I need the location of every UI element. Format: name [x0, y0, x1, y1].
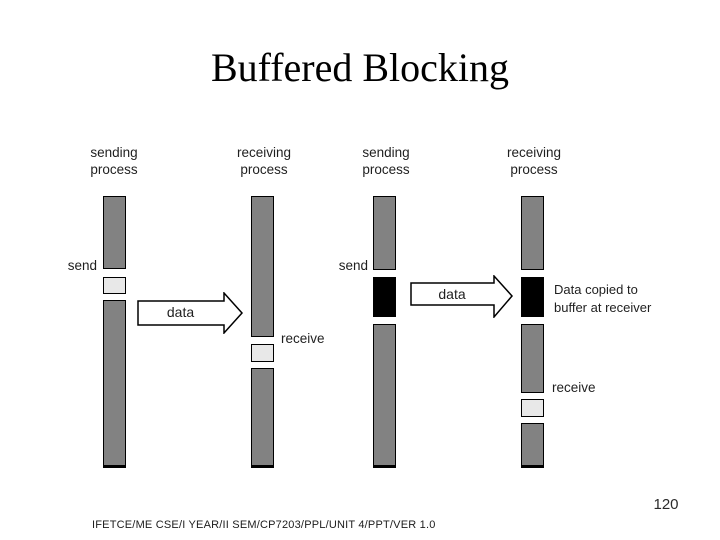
process-active-segment [103, 300, 126, 468]
buffer-copy-annotation: Data copied to buffer at receiver [554, 282, 652, 315]
process-active-segment [521, 324, 544, 393]
diagram1-receiving-process-label: receiving process [236, 145, 292, 177]
data-transfer-arrow: data [410, 274, 513, 320]
process-active-segment [251, 196, 274, 337]
diagram2-receiver-timeline-bar [521, 196, 546, 468]
diagram1-sending-process-label: sending process [90, 145, 138, 177]
diagram1-receiver-timeline-bar [251, 196, 276, 468]
process-active-segment [103, 196, 126, 269]
diagram1-sender-timeline-bar [103, 196, 128, 468]
slide-title: Buffered Blocking [210, 45, 510, 90]
buffer-slot [521, 399, 544, 417]
process-active-segment [521, 196, 544, 270]
process-active-segment [251, 368, 274, 468]
page-number: 120 [653, 496, 679, 513]
process-active-segment [373, 196, 396, 270]
block-arrow-right-icon [137, 291, 244, 335]
diagram2-receive-label: receive [552, 380, 596, 395]
buffer-slot [251, 344, 274, 362]
diagram2-send-label: send [338, 258, 368, 273]
diagram1-data-arrow-label: data [166, 304, 195, 320]
blocked-segment [373, 277, 396, 317]
data-transfer-arrow: data [137, 291, 244, 335]
diagram1-receive-label: receive [281, 331, 325, 346]
diagram2-sender-timeline-bar [373, 196, 398, 468]
blocked-segment [521, 277, 544, 317]
diagram1-send-label: send [67, 258, 97, 273]
diagram2-receiving-process-label: receiving process [506, 145, 562, 177]
diagram2-data-arrow-label: data [438, 286, 466, 302]
diagram2-sending-process-label: sending process [362, 145, 410, 177]
process-active-segment [521, 423, 544, 468]
buffer-slot [103, 277, 126, 294]
block-arrow-right-icon [410, 274, 513, 320]
slide-footer: IFETCE/ME CSE/I YEAR/II SEM/CP7203/PPL/U… [92, 519, 436, 531]
process-active-segment [373, 324, 396, 468]
